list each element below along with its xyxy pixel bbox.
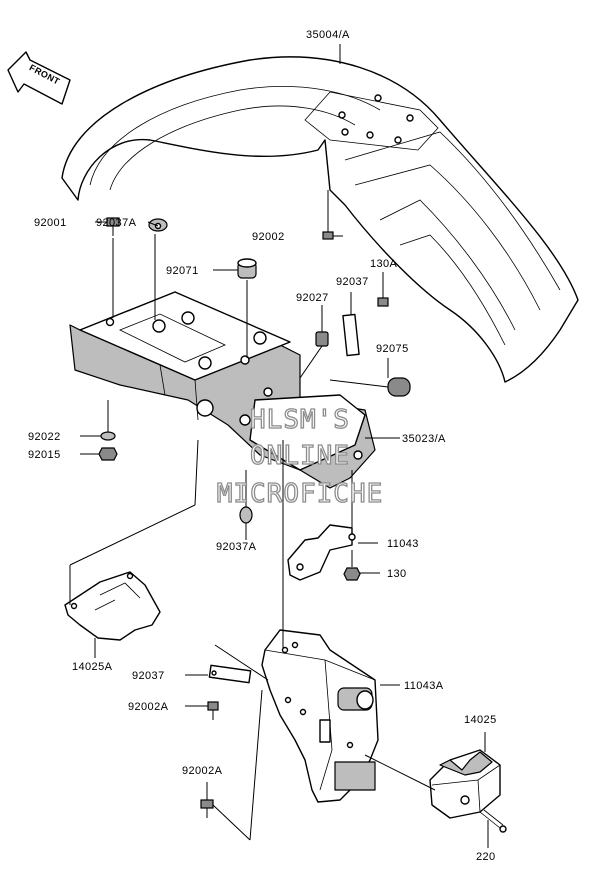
cover-14025 xyxy=(364,732,507,848)
fender-housing xyxy=(69,291,376,489)
label-clip-92037A-top: 92037A xyxy=(96,217,137,229)
label-plate-92037-low: 92037 xyxy=(132,670,165,682)
label-nut-92015: 92015 xyxy=(28,449,61,461)
label-nut-130A: 130A xyxy=(370,258,398,270)
watermark: HLSM'S ONLINE MICROFICHE xyxy=(216,404,384,509)
label-collar-92027: 92027 xyxy=(296,292,329,304)
callouts: 35004/A 92002 92037A 92001 92071 92037 1… xyxy=(28,29,497,863)
label-bolt-92001: 92001 xyxy=(34,217,67,229)
label-bolt-92002A-low: 92002A xyxy=(182,765,223,777)
label-plate-92037: 92037 xyxy=(336,276,369,288)
cover-14025A xyxy=(64,439,199,658)
label-clip-92037A-low: 92037A xyxy=(216,541,257,553)
front-direction-arrow: FRONT xyxy=(7,51,71,105)
hardware-top xyxy=(80,190,411,540)
label-grommet-92075: 92075 xyxy=(376,343,409,355)
watermark-line-1: HLSM'S xyxy=(250,405,350,435)
label-washer-92022: 92022 xyxy=(28,431,61,443)
label-bolt-92002: 92002 xyxy=(252,231,285,243)
label-nut-130: 130 xyxy=(387,568,407,580)
rear-fender xyxy=(61,44,579,383)
label-bracket-11043A: 11043A xyxy=(404,680,444,692)
bracket-11043 xyxy=(287,470,380,581)
watermark-line-2: ONLINE xyxy=(250,441,350,471)
label-grommet-92071: 92071 xyxy=(166,265,199,277)
label-cover-14025A: 14025A xyxy=(72,661,113,673)
label-bolt-92002A-mid: 92002A xyxy=(128,701,169,713)
label-cover-14025: 14025 xyxy=(464,714,497,726)
label-flap-35023: 35023/A xyxy=(402,433,446,445)
hardware-bottom xyxy=(185,644,269,841)
label-bracket-11043: 11043 xyxy=(387,538,419,550)
label-screw-220: 220 xyxy=(476,851,496,863)
label-rear-fender: 35004/A xyxy=(306,29,350,41)
watermark-line-3: MICROFICHE xyxy=(217,479,384,509)
bracket-11043A xyxy=(261,440,400,803)
